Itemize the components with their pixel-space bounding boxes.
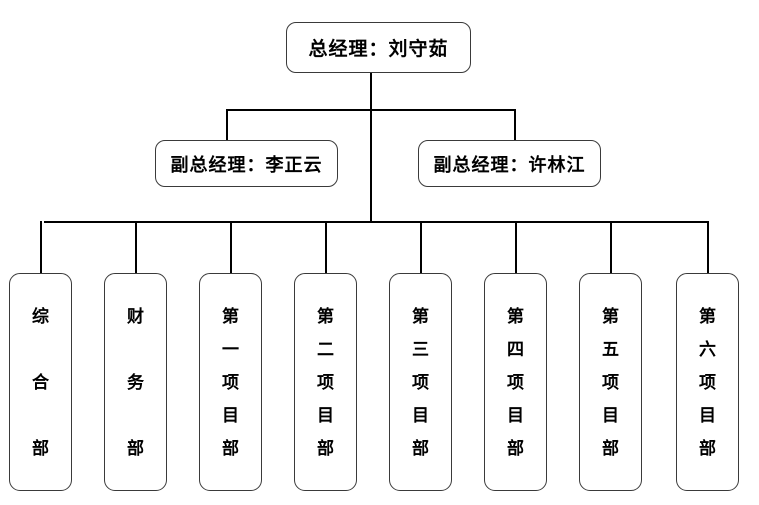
connector-department-drop-4: [325, 221, 327, 274]
connector-department-drop-1: [40, 221, 42, 274]
node-department-7[interactable]: 第五项目部: [579, 273, 642, 491]
department-label-char: 部: [222, 439, 239, 459]
connector-trunk-vertical: [370, 72, 372, 223]
department-2-label: 财务部: [105, 309, 166, 458]
general-manager-label: 总经理：刘守茹: [308, 38, 449, 60]
department-label-char: 四: [507, 340, 524, 360]
department-label-char: 第: [602, 307, 619, 327]
department-1-label: 综合部: [10, 309, 71, 458]
connector-department-drop-6: [515, 221, 517, 274]
department-label-char: 项: [507, 373, 524, 393]
department-label-char: 财: [127, 307, 144, 327]
department-label-char: 六: [699, 340, 716, 360]
department-label-char: 项: [412, 373, 429, 393]
department-label-char: 第: [507, 307, 524, 327]
department-label-char: 部: [32, 439, 49, 459]
node-department-1[interactable]: 综合部: [9, 273, 72, 491]
department-label-char: 三: [412, 340, 429, 360]
department-label-char: 第: [412, 307, 429, 327]
department-label-char: 部: [412, 439, 429, 459]
node-department-8[interactable]: 第六项目部: [676, 273, 739, 491]
node-department-5[interactable]: 第三项目部: [389, 273, 452, 491]
node-deputy-manager-2[interactable]: 副总经理：许林江: [418, 140, 601, 187]
department-label-char: 第: [317, 307, 334, 327]
department-6-label: 第四项目部: [485, 309, 546, 458]
node-department-3[interactable]: 第一项目部: [199, 273, 262, 491]
department-label-char: 项: [317, 373, 334, 393]
connector-department-drop-3: [230, 221, 232, 274]
department-label-char: 二: [317, 340, 334, 360]
connector-department-horizontal: [44, 221, 709, 223]
deputy-manager-2-label: 副总经理：许林江: [433, 154, 586, 176]
department-label-char: 项: [602, 373, 619, 393]
node-deputy-manager-1[interactable]: 副总经理：李正云: [155, 140, 338, 187]
department-label-char: 部: [127, 439, 144, 459]
connector-deputy-drop-left: [226, 109, 228, 141]
department-label-char: 部: [699, 439, 716, 459]
department-label-char: 第: [699, 307, 716, 327]
department-5-label: 第三项目部: [390, 309, 451, 458]
connector-department-drop-2: [135, 221, 137, 274]
connector-department-drop-7: [610, 221, 612, 274]
connector-deputy-drop-right: [514, 109, 516, 141]
department-label-char: 部: [507, 439, 524, 459]
node-department-4[interactable]: 第二项目部: [294, 273, 357, 491]
department-label-char: 项: [222, 373, 239, 393]
department-label-char: 项: [699, 373, 716, 393]
department-label-char: 务: [127, 373, 144, 393]
deputy-manager-1-label: 副总经理：李正云: [170, 154, 323, 176]
department-label-char: 合: [32, 373, 49, 393]
connector-deputy-horizontal: [226, 109, 516, 111]
department-label-char: 五: [602, 340, 619, 360]
connector-department-drop-8: [707, 221, 709, 274]
department-label-char: 目: [507, 406, 524, 426]
department-8-label: 第六项目部: [677, 309, 738, 458]
node-department-6[interactable]: 第四项目部: [484, 273, 547, 491]
department-label-char: 部: [317, 439, 334, 459]
department-label-char: 目: [222, 406, 239, 426]
node-department-2[interactable]: 财务部: [104, 273, 167, 491]
department-label-char: 第: [222, 307, 239, 327]
department-label-char: 综: [32, 307, 49, 327]
department-label-char: 目: [412, 406, 429, 426]
department-7-label: 第五项目部: [580, 309, 641, 458]
department-label-char: 目: [317, 406, 334, 426]
connector-department-drop-5: [420, 221, 422, 274]
department-label-char: 目: [699, 406, 716, 426]
department-label-char: 目: [602, 406, 619, 426]
department-label-char: 部: [602, 439, 619, 459]
department-3-label: 第一项目部: [200, 309, 261, 458]
department-4-label: 第二项目部: [295, 309, 356, 458]
node-general-manager[interactable]: 总经理：刘守茹: [286, 22, 471, 73]
department-label-char: 一: [222, 340, 239, 360]
